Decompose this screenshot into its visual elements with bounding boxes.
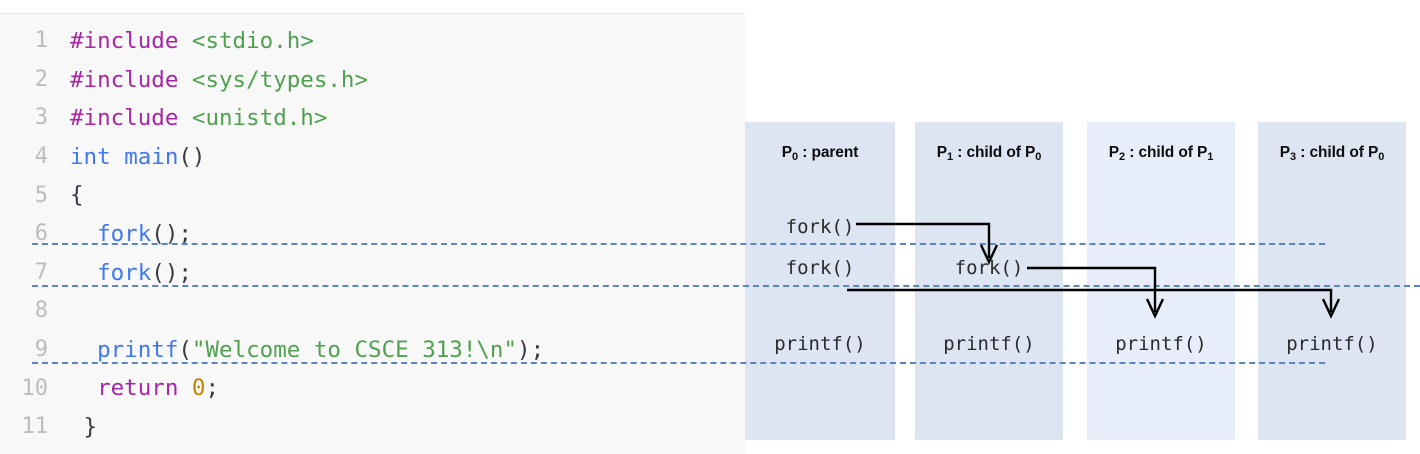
line-number: 3 bbox=[34, 105, 48, 131]
code-line: 4 int main() bbox=[0, 138, 745, 177]
code-line: 8 bbox=[0, 292, 745, 331]
code-line: 5{ bbox=[0, 176, 745, 215]
code-token: { bbox=[70, 182, 84, 209]
process-header-p1: P1 : child of P0 bbox=[936, 144, 1042, 163]
code-line-text: fork(); bbox=[70, 259, 192, 286]
code-token: fork bbox=[97, 259, 152, 286]
code-line: 7 fork(); bbox=[0, 254, 745, 293]
code-token: ( bbox=[178, 336, 192, 363]
code-token: fork bbox=[97, 221, 152, 248]
process-column-p3: P3 : child of P0 bbox=[1258, 122, 1406, 440]
call-label-p0-fork1: fork() bbox=[785, 216, 855, 238]
arrowhead-p0-to-p3 bbox=[1321, 298, 1341, 319]
process-header-p2: P2 : child of P1 bbox=[1108, 144, 1214, 163]
line-number: 11 bbox=[21, 414, 49, 440]
code-panel: 1 #include <stdio.h> 2 #include <sys/types.… bbox=[0, 13, 745, 454]
code-line-text: #include <unistd.h> bbox=[70, 107, 327, 130]
code-token: main bbox=[124, 143, 179, 170]
code-token: <unistd.h> bbox=[191, 105, 328, 132]
code-token bbox=[70, 337, 97, 363]
line-number: 7 bbox=[34, 259, 48, 285]
code-line-text: } bbox=[70, 414, 98, 441]
line-number: 9 bbox=[34, 337, 48, 363]
call-label-p0-fork2: fork() bbox=[785, 257, 855, 279]
code-token: #include bbox=[70, 105, 192, 132]
code-line-text: { bbox=[70, 184, 84, 207]
code-line-text: int main() bbox=[70, 146, 205, 169]
code-line-text: fork(); bbox=[70, 223, 192, 246]
code-line: 11 } bbox=[0, 408, 745, 447]
code-token: int bbox=[70, 143, 125, 170]
line-number: 6 bbox=[34, 221, 48, 247]
code-line-text: #include <sys/types.h> bbox=[70, 66, 369, 93]
code-token: } bbox=[70, 414, 98, 441]
call-label-p3-printf: printf() bbox=[1286, 333, 1378, 355]
call-label-p2-printf: printf() bbox=[1115, 333, 1207, 355]
call-label-p1-fork: fork() bbox=[954, 257, 1024, 279]
code-line: 3 #include <unistd.h> bbox=[0, 99, 745, 138]
code-token: #include bbox=[70, 66, 192, 93]
code-token: return bbox=[97, 375, 192, 402]
process-column-p0: P0 : parent bbox=[745, 122, 895, 440]
line-number: 2 bbox=[34, 66, 48, 92]
code-line: 9 printf("Welcome to CSCE 313!\n"); bbox=[0, 331, 745, 370]
process-header-p3: P3 : child of P0 bbox=[1279, 144, 1385, 163]
process-column-p2: P2 : child of P1 bbox=[1087, 122, 1235, 440]
line-number: 1 bbox=[34, 28, 48, 54]
process-header-p0: P0 : parent bbox=[781, 144, 859, 163]
line-number: 10 bbox=[21, 375, 49, 401]
code-token: <stdio.h> bbox=[191, 28, 314, 55]
code-line: 1 #include <stdio.h> bbox=[0, 22, 745, 61]
line-number: 8 bbox=[34, 298, 48, 324]
code-token: printf bbox=[97, 336, 179, 363]
code-line: 6 fork(); bbox=[0, 215, 745, 254]
code-token: #include bbox=[70, 28, 192, 55]
code-token bbox=[70, 221, 97, 247]
arrowhead-p1-to-p2 bbox=[1145, 298, 1165, 319]
process-column-p1: P1 : child of P0 bbox=[915, 122, 1063, 440]
code-line: 2 #include <sys/types.h> bbox=[0, 61, 745, 100]
call-label-p1-printf: printf() bbox=[943, 333, 1035, 355]
arrow-p1-to-p2 bbox=[1027, 266, 1157, 312]
line-number: 4 bbox=[34, 144, 48, 170]
code-token: ; bbox=[205, 375, 220, 402]
code-line-text: return 0; bbox=[70, 377, 219, 400]
code-token bbox=[70, 375, 97, 401]
arrow-p0-to-p3 bbox=[847, 288, 1333, 312]
code-token: "Welcome to CSCE 313!\n" bbox=[191, 336, 518, 363]
code-token: <sys/types.h> bbox=[191, 66, 369, 93]
arrowhead-p0-to-p1 bbox=[979, 244, 999, 265]
arrow-p0-to-p1 bbox=[856, 222, 991, 258]
code-token: (); bbox=[151, 259, 192, 286]
code-token: ); bbox=[517, 336, 545, 363]
code-token bbox=[70, 260, 97, 286]
code-line-text: #include <stdio.h> bbox=[70, 30, 314, 53]
code-token: 0 bbox=[191, 375, 206, 402]
code-token: () bbox=[178, 143, 206, 170]
code-token: (); bbox=[151, 221, 192, 248]
line-number: 5 bbox=[34, 182, 48, 208]
call-label-p0-printf: printf() bbox=[774, 333, 866, 355]
code-line-text: printf("Welcome to CSCE 313!\n"); bbox=[70, 339, 544, 362]
code-line: 10 return 0; bbox=[0, 369, 745, 408]
